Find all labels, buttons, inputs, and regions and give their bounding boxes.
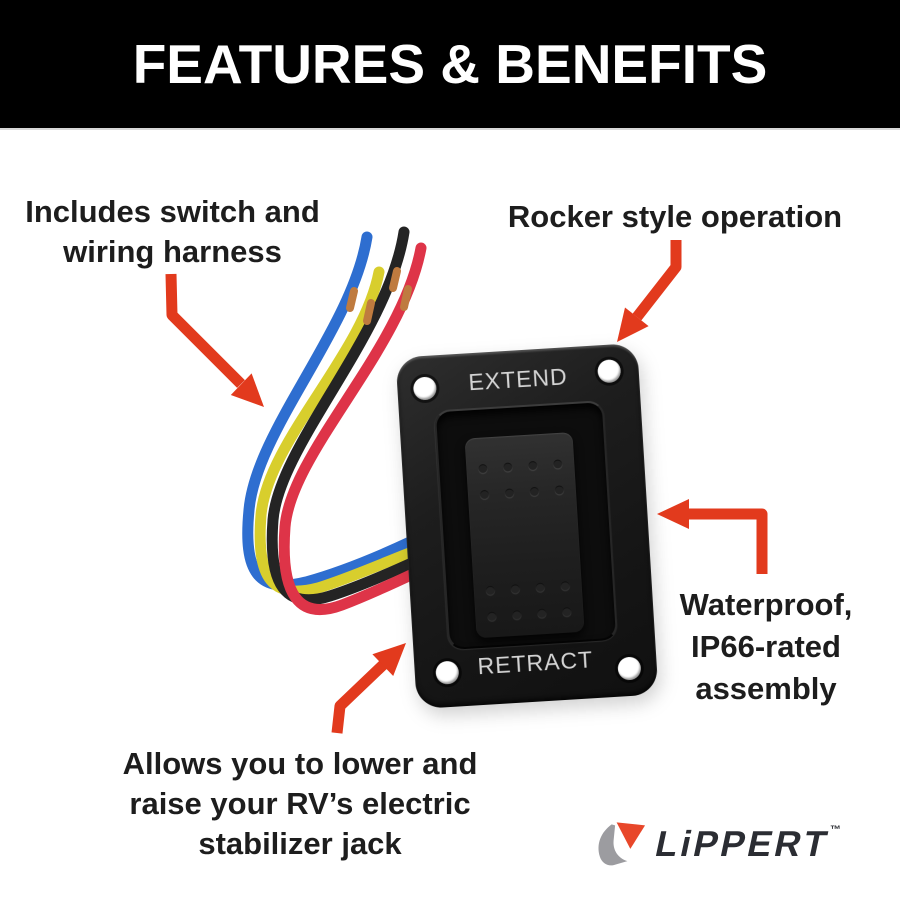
- callout-waterproof: Waterproof, IP66-rated assembly: [638, 584, 894, 710]
- wire-yellow: [254, 266, 418, 597]
- arrowhead-waterproof-icon: [657, 499, 689, 529]
- arrowhead-jack-icon: [372, 643, 406, 676]
- arrow-to-harness-icon: [165, 273, 245, 388]
- arrow-to-rocker-icon: [632, 240, 682, 321]
- callout-line: Waterproof,: [679, 587, 853, 622]
- arrowhead-harness-icon: [230, 373, 264, 407]
- callout-line: raise your RV’s electric: [129, 786, 471, 821]
- callout-line: assembly: [695, 671, 837, 706]
- callout-line: Allows you to lower and: [122, 746, 478, 781]
- banner-title: FEATURES & BENEFITS: [132, 33, 768, 95]
- lippert-logo-text: LiPPERT: [651, 823, 834, 864]
- callout-stabilizer-jack: Allows you to lower and raise your RV’s …: [70, 744, 530, 864]
- lippert-logo-mark-icon: [598, 822, 646, 866]
- trademark-symbol: ™: [830, 824, 842, 836]
- wire-black: [266, 226, 420, 606]
- lippert-logo: LiPPERT ™: [594, 816, 841, 869]
- arrow-to-jack-icon: [331, 660, 388, 734]
- callout-wiring-harness: Includes switch and wiring harness: [0, 192, 345, 272]
- wire-red: [278, 242, 427, 615]
- arrow-to-waterproof-icon: [689, 508, 768, 574]
- callout-line: stabilizer jack: [198, 826, 402, 861]
- callout-line: Rocker style operation: [507, 199, 843, 234]
- wire-blue: [242, 231, 416, 591]
- callout-line: wiring harness: [63, 234, 282, 269]
- arrowhead-rocker-icon: [617, 307, 649, 342]
- callout-rocker-operation: Rocker style operation: [470, 197, 880, 237]
- callout-line: Includes switch and: [25, 194, 320, 229]
- callout-line: IP66-rated: [691, 629, 841, 664]
- wire-copper-splices: [346, 267, 412, 325]
- banner: FEATURES & BENEFITS: [0, 0, 900, 130]
